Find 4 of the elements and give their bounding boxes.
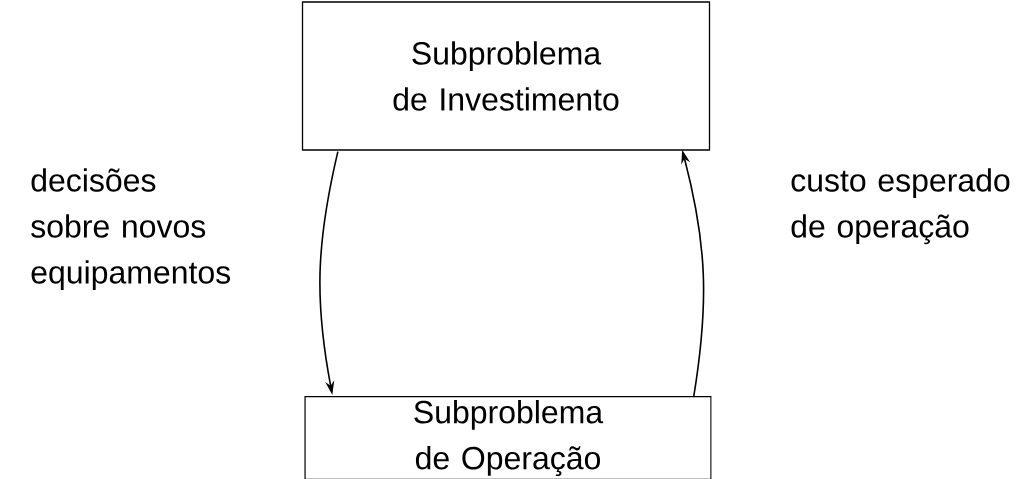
process-box: Subproblema de Operação xyxy=(304,396,712,479)
process-box: Subproblema de Investimento xyxy=(301,1,711,151)
edge-label: decisões sobre novos equipamentos xyxy=(31,168,231,290)
edge-label: custo esperado de operação xyxy=(791,168,1010,245)
